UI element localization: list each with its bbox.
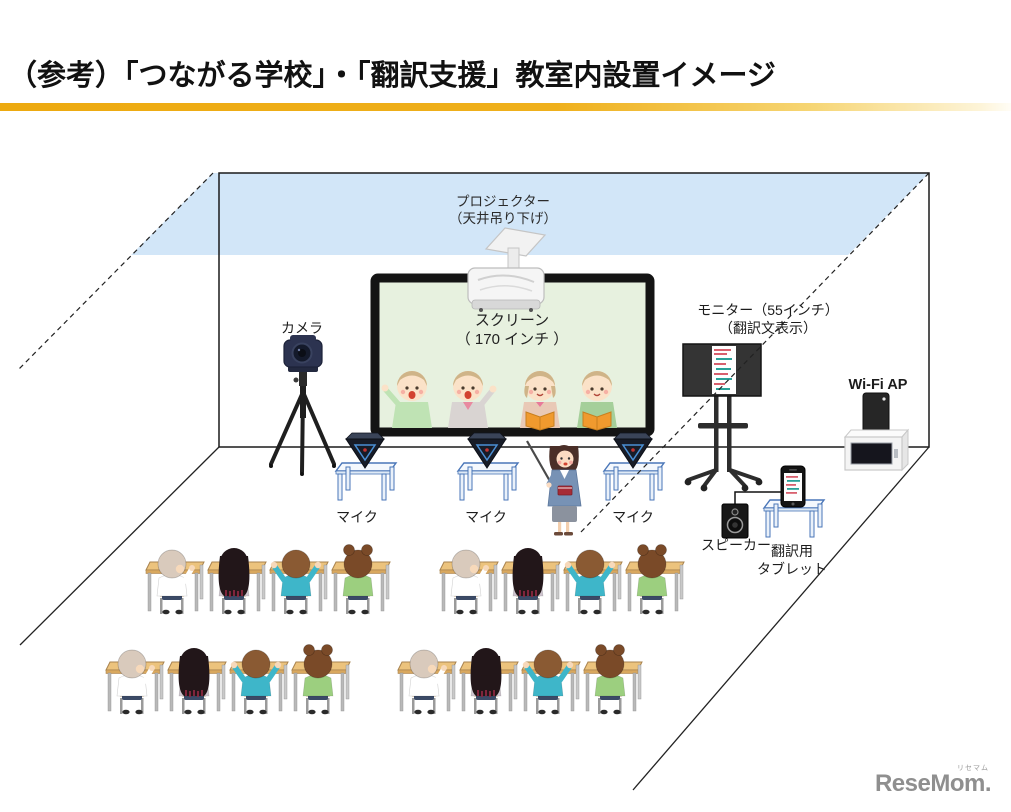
translation-tablet-device	[780, 465, 806, 508]
floor-edge-right	[632, 446, 930, 791]
translation-monitor	[682, 343, 763, 492]
monitor-chat-lines	[714, 349, 732, 390]
student	[440, 550, 498, 614]
monitor-label: モニター（55インチ） （翻訳文表示）	[697, 302, 839, 336]
student	[584, 645, 642, 715]
student	[270, 550, 328, 614]
resemom-logo: リセマム ReseMom.	[874, 765, 992, 798]
student-group-back-left	[146, 545, 390, 615]
speaker-box	[721, 503, 749, 539]
student	[522, 650, 580, 714]
speaker-label: スピーカー	[701, 537, 771, 553]
projector	[467, 227, 547, 312]
student-group-front-left	[106, 645, 350, 715]
page-title: （参考）「つながる学校」・「翻訳支援」教室内設置イメージ	[8, 60, 776, 92]
screen-label: スクリーン （ 170 インチ ）	[455, 312, 569, 348]
student	[398, 650, 456, 714]
wifi-ap-unit	[843, 392, 910, 472]
speaker-and-tablet	[721, 465, 825, 539]
mic-desk-2	[457, 432, 519, 501]
student-group-front-right	[398, 645, 642, 715]
ceiling-edge-right-dashed	[579, 172, 930, 534]
student	[460, 648, 518, 714]
ceiling-edge-left-dashed	[17, 172, 214, 371]
student	[168, 648, 226, 714]
camera-label: カメラ	[281, 320, 323, 336]
projection-screen	[370, 273, 655, 437]
student	[332, 545, 390, 615]
student	[230, 650, 288, 714]
teacher	[526, 440, 582, 536]
camera-on-tripod	[269, 335, 336, 476]
student	[626, 545, 684, 615]
student	[208, 548, 266, 614]
student	[292, 645, 350, 715]
student-group-back-right	[440, 545, 684, 615]
mic-desk-1	[335, 432, 397, 501]
mic-label-3: マイク	[612, 509, 654, 525]
tablet-label: 翻訳用 タブレット	[757, 543, 827, 577]
student	[146, 550, 204, 614]
student	[502, 548, 560, 614]
resemom-logo-text: ReseMom.	[874, 770, 992, 797]
mic-desk-3	[603, 432, 665, 501]
student	[106, 650, 164, 714]
student	[564, 550, 622, 614]
mic-label-2: マイク	[465, 509, 507, 525]
floor-edge-left	[19, 446, 220, 646]
title-underline	[0, 103, 1011, 111]
projector-label: プロジェクター （天井吊り下げ）	[449, 194, 557, 226]
wifi-ap-label: Wi-Fi AP	[848, 377, 908, 393]
screen-children	[381, 371, 617, 431]
mic-label-1: マイク	[336, 509, 378, 525]
ceiling	[131, 173, 929, 255]
resemom-logo-ruby: リセマム	[957, 765, 989, 772]
